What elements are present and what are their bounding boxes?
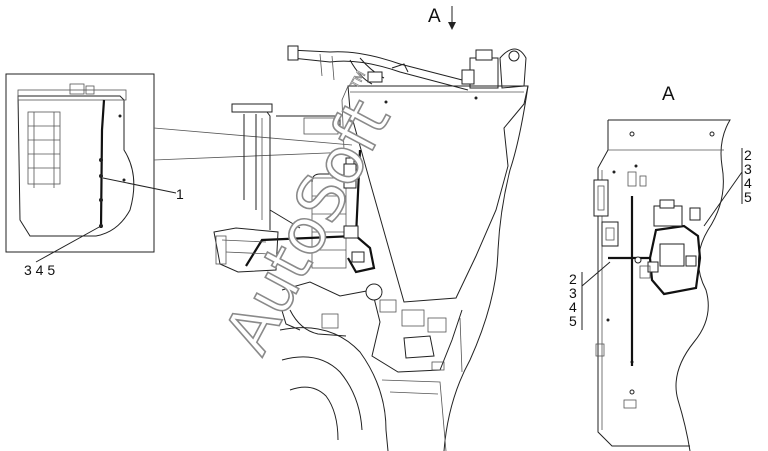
leader-item-1 bbox=[102, 177, 177, 194]
callout-left-4: 4 bbox=[569, 299, 577, 315]
callout-item-group: 3 4 5 bbox=[24, 262, 55, 278]
view-marker-a: A bbox=[428, 6, 456, 30]
callout-left-2: 2 bbox=[569, 271, 577, 287]
callouts-view-right: 2 3 4 5 bbox=[703, 147, 752, 227]
callout-item-1: 1 bbox=[176, 186, 184, 202]
inset-detail bbox=[5, 73, 155, 253]
watermark-text: AutoSoft bbox=[211, 88, 405, 365]
view-marker-letter: A bbox=[428, 6, 441, 27]
watermark-mark: TM bbox=[347, 69, 368, 92]
callout-left-3: 3 bbox=[569, 285, 577, 301]
zoom-line-lower bbox=[153, 151, 353, 161]
callouts-view-left: 2 3 4 5 bbox=[569, 261, 611, 330]
callout-right-2: 2 bbox=[744, 147, 752, 163]
leader-item-group bbox=[35, 225, 102, 263]
zoom-line-upper bbox=[153, 127, 353, 146]
view-a-detail bbox=[593, 119, 731, 451]
machine-view bbox=[213, 45, 529, 451]
callout-right-3: 3 bbox=[744, 161, 752, 177]
callout-right-4: 4 bbox=[744, 175, 752, 191]
view-a-title: A bbox=[662, 84, 675, 105]
callout-right-5: 5 bbox=[744, 189, 752, 205]
callout-left-5: 5 bbox=[569, 313, 577, 329]
